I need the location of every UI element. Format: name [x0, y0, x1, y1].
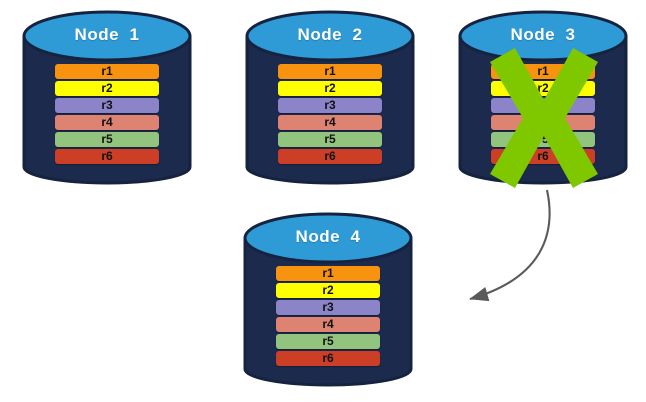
data-row-r6[interactable]: r6 [491, 149, 595, 164]
data-row-r2[interactable]: r2 [276, 283, 380, 298]
data-row-r6[interactable]: r6 [278, 149, 382, 164]
data-row-label: r5 [537, 132, 549, 146]
data-row-label: r4 [101, 115, 113, 129]
data-row-label: r6 [324, 149, 336, 163]
row-stack: r1 r2 r3 r4 r5 r6 [22, 64, 192, 164]
data-row-label: r4 [322, 317, 334, 331]
cylinder-top [458, 10, 628, 62]
data-row-label: r5 [101, 132, 113, 146]
data-row-r2[interactable]: r2 [491, 81, 595, 96]
data-row-label: r3 [537, 98, 549, 112]
data-row-r2[interactable]: r2 [55, 81, 159, 96]
cylinder-top [243, 212, 413, 264]
data-row-r3[interactable]: r3 [276, 300, 380, 315]
data-row-label: r4 [537, 115, 549, 129]
data-row-r1[interactable]: r1 [276, 266, 380, 281]
data-row-r3[interactable]: r3 [491, 98, 595, 113]
data-row-label: r1 [101, 64, 113, 78]
data-row-r1[interactable]: r1 [278, 64, 382, 79]
data-row-r3[interactable]: r3 [55, 98, 159, 113]
data-row-r1[interactable]: r1 [491, 64, 595, 79]
data-row-r5[interactable]: r5 [491, 132, 595, 147]
data-row-label: r1 [322, 266, 334, 280]
data-row-label: r2 [101, 81, 113, 95]
cylinder-top [22, 10, 192, 62]
data-row-r4[interactable]: r4 [55, 115, 159, 130]
data-row-label: r6 [101, 149, 113, 163]
row-stack: r1 r2 r3 r4 r5 r6 [243, 266, 413, 366]
data-row-label: r3 [324, 98, 336, 112]
row-stack: r1 r2 r3 r4 r5 r6 [458, 64, 628, 164]
data-row-label: r1 [324, 64, 336, 78]
data-row-label: r1 [537, 64, 549, 78]
data-row-label: r2 [324, 81, 336, 95]
data-row-r3[interactable]: r3 [278, 98, 382, 113]
data-row-label: r4 [324, 115, 336, 129]
data-row-r4[interactable]: r4 [491, 115, 595, 130]
cylinder-top [245, 10, 415, 62]
data-row-r5[interactable]: r5 [278, 132, 382, 147]
data-row-label: r3 [101, 98, 113, 112]
data-row-r4[interactable]: r4 [276, 317, 380, 332]
data-row-r6[interactable]: r6 [276, 351, 380, 366]
data-row-label: r2 [537, 81, 549, 95]
data-row-r4[interactable]: r4 [278, 115, 382, 130]
data-row-label: r5 [324, 132, 336, 146]
data-row-r6[interactable]: r6 [55, 149, 159, 164]
data-row-label: r3 [322, 300, 334, 314]
data-row-label: r5 [322, 334, 334, 348]
row-stack: r1 r2 r3 r4 r5 r6 [245, 64, 415, 164]
data-row-r5[interactable]: r5 [276, 334, 380, 349]
data-row-r2[interactable]: r2 [278, 81, 382, 96]
data-row-r5[interactable]: r5 [55, 132, 159, 147]
data-row-label: r6 [322, 351, 334, 365]
data-row-label: r2 [322, 283, 334, 297]
data-row-label: r6 [537, 149, 549, 163]
data-row-r1[interactable]: r1 [55, 64, 159, 79]
